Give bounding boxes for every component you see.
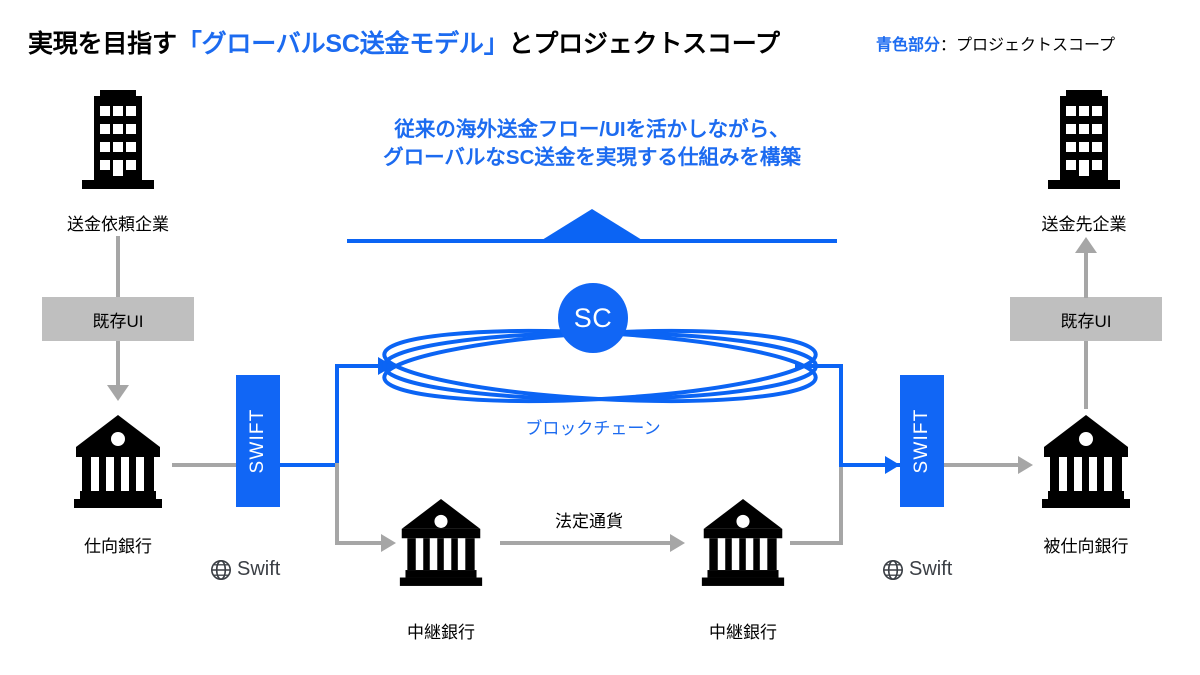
intermediary-bank-2-icon xyxy=(700,497,786,587)
intermediary-bank-1-label: 中継銀行 xyxy=(407,623,475,642)
globe-icon xyxy=(882,559,904,581)
swift-bar-right: SWIFT xyxy=(900,375,944,507)
beneficiary-bank-icon xyxy=(1040,413,1132,509)
connector-swift-to-beneficiary-bank xyxy=(944,463,1020,467)
sender-company-label: 送金依頼企業 xyxy=(67,215,169,234)
connector-beneficiary-bank-to-ui xyxy=(1084,341,1088,409)
connector-blockchain-to-merge xyxy=(795,364,843,368)
existing-ui-box-left: 既存UI xyxy=(42,297,194,341)
sc-token-bubble: SC xyxy=(558,283,628,353)
callout-pointer-triangle xyxy=(542,209,642,240)
connector-swift-to-split xyxy=(280,463,339,467)
connector-intermediary-1-to-2 xyxy=(500,541,672,545)
title-suffix: とプロジェクトスコープ xyxy=(508,30,781,58)
swift-bar-left: SWIFT xyxy=(236,375,280,507)
existing-ui-right-label: 既存UI xyxy=(1060,311,1112,331)
globe-icon xyxy=(210,559,232,581)
existing-ui-left-label: 既存UI xyxy=(92,311,144,331)
callout-headline: 従来の海外送金フロー/UIを活かしながら、 グローバルなSC送金を実現する仕組み… xyxy=(332,116,852,173)
connector-sender-to-ui xyxy=(116,236,120,298)
blockchain-label: ブロックチェーン xyxy=(525,419,661,438)
sc-token-label: SC xyxy=(573,302,613,333)
arrow-into-intermediary-bank-2 xyxy=(670,534,685,552)
title-close-bracket: 」 xyxy=(483,30,509,58)
connector-ui-to-originating-bank xyxy=(116,341,120,386)
arrow-into-beneficiary-bank xyxy=(1018,456,1033,474)
legend-rest-text: ：プロジェクトスコープ xyxy=(940,37,1116,54)
arrow-into-intermediary-bank-1 xyxy=(381,534,396,552)
swift-logo-left: Swift xyxy=(210,558,280,581)
beneficiary-bank-label: 被仕向銀行 xyxy=(1043,537,1129,556)
swift-logo-left-text: Swift xyxy=(237,558,281,580)
title-highlight: グローバルSC送金モデル xyxy=(201,30,484,58)
connector-split-down-gray xyxy=(335,463,339,545)
legend-blue-text: 青色部分 xyxy=(876,37,941,54)
originating-bank-icon xyxy=(72,413,164,509)
connector-originating-bank-to-swift xyxy=(172,463,238,467)
callout-line-1: 従来の海外送金フロー/UIを活かしながら、 xyxy=(394,118,790,141)
page-title: 実現を目指す「グローバルSC送金モデル」とプロジェクトスコープ xyxy=(28,24,780,60)
connector-merge-down-blue xyxy=(839,364,843,467)
intermediary-bank-2-label: 中継銀行 xyxy=(709,623,777,642)
connector-to-blockchain xyxy=(335,364,381,368)
arrow-up-to-receiver-company xyxy=(1075,237,1097,253)
title-open-bracket: 「 xyxy=(176,30,202,58)
connector-merge-up-gray xyxy=(839,463,843,545)
swift-logo-right: Swift xyxy=(882,558,952,581)
arrow-down-to-originating-bank xyxy=(107,385,129,401)
intermediary-bank-1-icon xyxy=(398,497,484,587)
swift-right-label: SWIFT xyxy=(911,408,932,474)
connector-split-up-blue xyxy=(335,364,339,467)
connector-ui-to-receiver-company xyxy=(1084,252,1088,298)
receiver-company-building-icon xyxy=(1044,82,1124,192)
connector-intermediary-2-to-merge xyxy=(790,541,843,545)
swift-logo-right-text: Swift xyxy=(909,558,953,580)
connector-to-intermediary-bank-1 xyxy=(335,541,383,545)
legend: 青色部分：プロジェクトスコープ xyxy=(876,31,1115,55)
originating-bank-label: 仕向銀行 xyxy=(84,537,152,556)
arrow-into-swift-right xyxy=(885,456,900,474)
callout-line-2: グローバルなSC送金を実現する仕組みを構築 xyxy=(383,146,801,170)
title-prefix: 実現を目指す xyxy=(28,30,177,58)
swift-left-label: SWIFT xyxy=(247,408,268,474)
connector-merge-to-swift-right xyxy=(839,463,901,467)
receiver-company-label: 送金先企業 xyxy=(1041,215,1127,234)
callout-underline xyxy=(347,239,837,243)
existing-ui-box-right: 既存UI xyxy=(1010,297,1162,341)
sender-company-building-icon xyxy=(78,82,158,192)
fiat-currency-label: 法定通貨 xyxy=(555,512,623,531)
